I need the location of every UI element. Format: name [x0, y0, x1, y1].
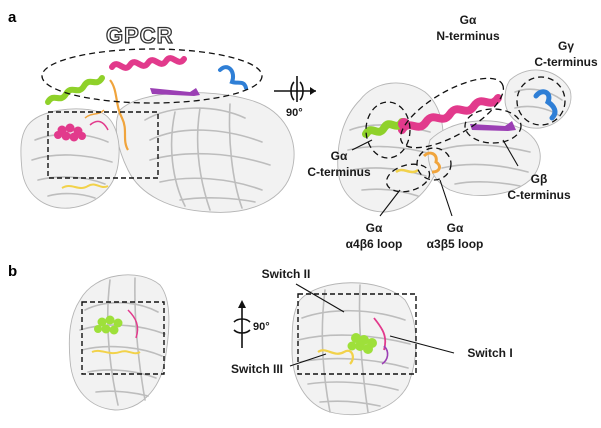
nucleotide-pocket-box-b — [81, 301, 165, 375]
label-gb-cterm-line2: C-terminus — [507, 188, 571, 202]
label-gg-cterm-line1: Gγ — [558, 39, 574, 53]
c-terminal-helix-green-rot — [362, 118, 406, 138]
leader-a4b6 — [379, 189, 401, 217]
leader-ga-cterm — [351, 139, 373, 151]
label-a4b6-line2: α4β6 loop — [346, 237, 403, 251]
label-switch-1: Switch I — [467, 346, 512, 360]
label-switch-3: Switch III — [231, 362, 283, 376]
gpcr-interface-ellipse — [41, 48, 263, 104]
label-ga-cterm-line1: Gα — [331, 149, 348, 163]
label-ga-nterm-line2: N-terminus — [436, 29, 500, 43]
label-gb-cterm-line1: Gβ — [531, 172, 548, 186]
gb-cterm-ellipse — [464, 108, 522, 144]
gb-cterm-purple-rot — [470, 121, 516, 131]
leader-gb-cterm — [502, 139, 519, 167]
label-ga-cterm-line2: C-terminus — [307, 165, 371, 179]
gg-cterm-blue — [218, 65, 248, 90]
a4b6-ellipse — [385, 163, 431, 193]
heterotrimer-side-view — [20, 55, 295, 213]
leader-switch-2 — [295, 283, 345, 313]
panel-label-b: b — [8, 263, 17, 280]
gdp-spheres-green-b-rot — [347, 333, 377, 354]
label-a3b5-line1: Gα — [447, 221, 464, 235]
panel-label-a: a — [8, 9, 17, 26]
rotate-vertical-icon — [233, 300, 251, 348]
label-gg-cterm-line2: C-terminus — [534, 55, 598, 69]
label-a3b5-line2: α3β5 loop — [427, 237, 484, 251]
ga-nterm-ellipse — [399, 77, 505, 149]
n-terminal-helix-pink — [109, 55, 187, 71]
gb-cterm-purple — [150, 88, 200, 96]
a4b6-loop-yellow-rot — [395, 168, 419, 174]
gdp-spheres-pink — [54, 123, 86, 142]
a3b5-loop-orange-rot — [422, 151, 441, 174]
rotation-angle-a: 90° — [286, 107, 303, 119]
leader-switch-3 — [289, 353, 327, 367]
gg-cterm-blue-rot — [533, 89, 558, 121]
rotate-horizontal-icon — [274, 76, 316, 102]
leader-a3b5 — [439, 179, 453, 217]
ga-side-view-b — [68, 274, 170, 411]
gpcr-label: GPCR — [106, 23, 174, 48]
rotation-angle-b: 90° — [253, 321, 270, 333]
a4b6-loop-yellow — [61, 183, 109, 189]
c-terminal-helix-green — [45, 75, 105, 105]
a3b5-loop-orange — [109, 79, 129, 151]
gdp-spheres-green-b — [94, 315, 123, 335]
heterotrimer-top-view — [337, 69, 572, 213]
gg-cterm-ellipse — [516, 76, 566, 126]
label-switch-2: Switch II — [262, 267, 311, 281]
ga-cterm-ellipse — [365, 101, 411, 159]
ga-top-view-b — [291, 282, 417, 416]
label-ga-nterm-line1: Gα — [460, 13, 477, 27]
leader-switch-1 — [389, 335, 455, 354]
label-a4b6-line1: Gα — [366, 221, 383, 235]
n-terminal-helix-pink-rot — [398, 94, 502, 134]
nucleotide-pocket-box-b-rot — [297, 293, 417, 375]
